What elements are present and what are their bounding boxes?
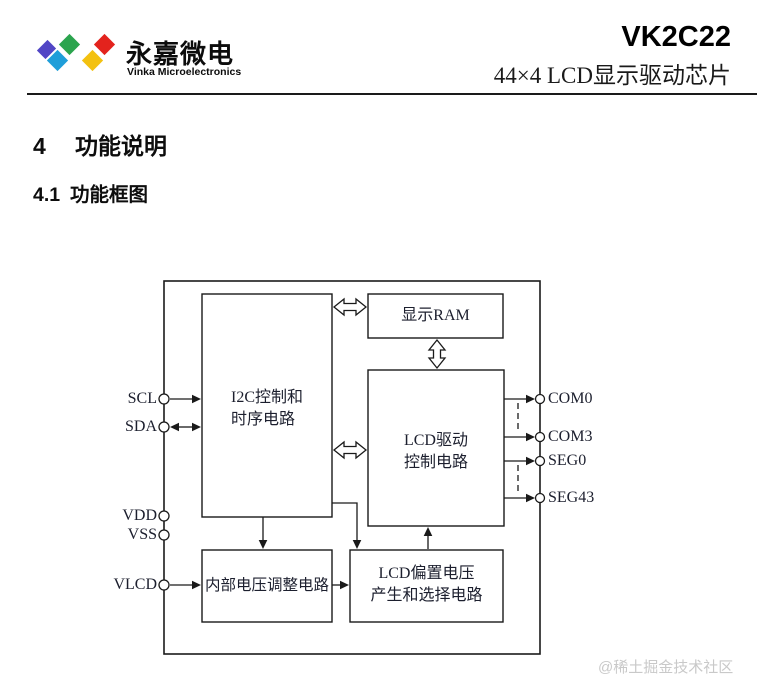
company-name-cn: 永嘉微电 [126, 39, 235, 69]
bias-box [349, 549, 504, 623]
seg0-arrowhead [526, 456, 535, 466]
internal-to-bias-arrowhead [340, 580, 349, 590]
header-rule [27, 93, 757, 95]
vlcd-arrowhead [192, 580, 201, 590]
ram-drive-bus-arrow [427, 338, 447, 370]
section-title: 功能说明 [75, 133, 167, 159]
subsection-number: 4.1 [33, 184, 61, 206]
chip-outline-box [163, 280, 541, 655]
vlcd-pin-circle [158, 579, 170, 591]
i2c-label-line1: I2C控制和 [230, 389, 303, 406]
vdd-pin-circle [158, 510, 170, 522]
pin-label-com0: COM0 [548, 390, 593, 407]
vss-pin-circle [158, 529, 170, 541]
internal-voltage-label: 内部电压调整电路 [202, 575, 332, 597]
i2c-block-box [201, 293, 333, 518]
com0-arrowhead [526, 394, 535, 404]
sda-arrowhead-left [170, 422, 179, 432]
i2c-label-line2: 时序电路 [230, 411, 295, 428]
bias-label: LCD偏置电压 产生和选择电路 [350, 563, 503, 607]
lcd-drive-line2: 控制电路 [403, 454, 468, 471]
display-ram-label: 显示RAM [368, 305, 503, 327]
pin-label-vss: VSS [127, 526, 157, 543]
com3-pin-circle [534, 431, 546, 443]
pin-label-sda: SDA [124, 418, 157, 435]
doc-subtitle: 44×4 LCD显示驱动芯片 [493, 63, 731, 88]
pin-label-seg0: SEG0 [548, 452, 587, 469]
internal-voltage-box [201, 549, 333, 623]
seg43-arrowhead [526, 493, 535, 503]
i2c-drive-bus-arrow [332, 440, 368, 460]
seg43-pin-circle [534, 492, 546, 504]
bias-line1: LCD偏置电压 [378, 565, 475, 582]
lcd-drive-line1: LCD驱动 [403, 432, 468, 449]
com3-arrowhead [526, 432, 535, 442]
subsection-heading: 4.1 功能框图 [33, 178, 148, 207]
pin-label-vlcd: VLCD [113, 576, 157, 593]
display-ram-box [367, 293, 504, 339]
pin-label-com3: COM3 [548, 428, 593, 445]
pin-label-vdd: VDD [122, 507, 157, 524]
internal-voltage-text: 内部电压调整电路 [204, 577, 329, 594]
watermark: @稀土掘金技术社区 [598, 659, 734, 676]
i2c-to-bias-arrowhead [352, 540, 362, 549]
com0-pin-circle [534, 393, 546, 405]
i2c-to-bias-wire [332, 502, 358, 542]
bias-to-drive-arrowhead [423, 527, 433, 536]
i2c-ram-bus-arrow [332, 297, 368, 317]
seg0-pin-circle [534, 455, 546, 467]
section-heading: 4 功能说明 [33, 127, 167, 161]
bias-line2: 产生和选择电路 [370, 587, 483, 604]
sda-pin-circle [158, 421, 170, 433]
part-number: VK2C22 [621, 21, 731, 53]
company-name-en: Vinka Microelectronics [127, 66, 242, 78]
i2c-to-internal-arrowhead [258, 540, 268, 549]
scl-arrowhead [192, 394, 201, 404]
display-ram-text: 显示RAM [401, 307, 470, 324]
scl-pin-circle [158, 393, 170, 405]
lcd-drive-label: LCD驱动 控制电路 [368, 430, 504, 474]
subsection-title: 功能框图 [70, 184, 149, 206]
pin-label-scl: SCL [127, 390, 157, 407]
lcd-drive-box [367, 369, 505, 527]
pin-label-seg43: SEG43 [548, 489, 595, 506]
i2c-block-label: I2C控制和 时序电路 [202, 387, 332, 431]
sda-arrowhead-right [192, 422, 201, 432]
section-number: 4 [33, 133, 46, 159]
